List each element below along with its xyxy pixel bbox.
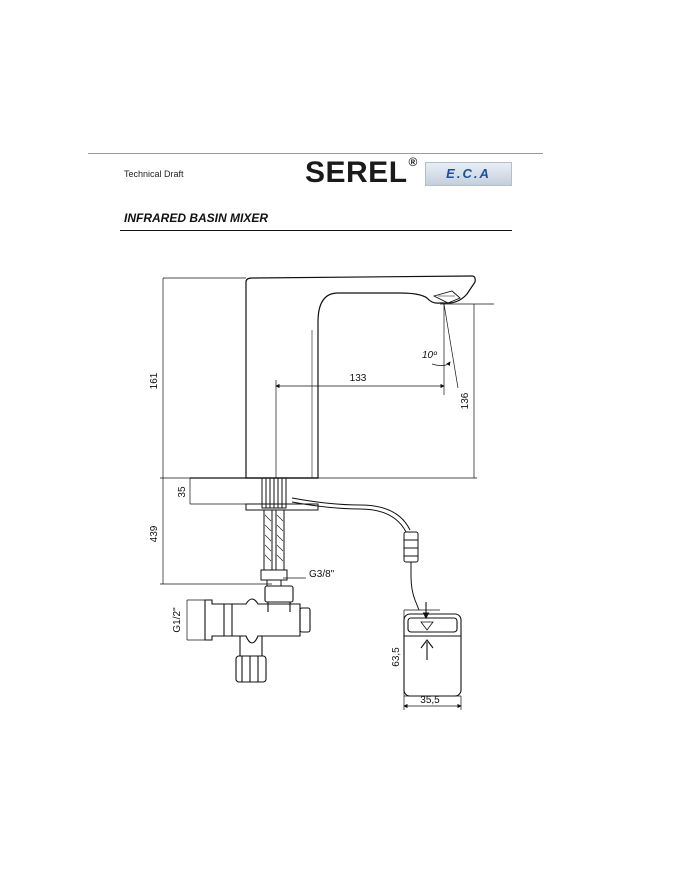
dim-439: 439 — [149, 525, 160, 542]
battery-box — [403, 602, 462, 697]
dim-35: 35 — [177, 486, 188, 498]
product-title: INFRARED BASIN MIXER — [124, 211, 269, 225]
mounting-assembly — [245, 477, 319, 587]
dim-133: 133 — [350, 373, 367, 384]
dim-136: 136 — [460, 392, 471, 409]
header-rule — [88, 153, 543, 154]
dim-63-5: 63,5 — [391, 647, 402, 667]
sensor-cable — [291, 497, 420, 611]
eca-logo-text: E.C.A — [446, 166, 491, 181]
angle-valve — [204, 585, 311, 683]
title-underline — [120, 230, 512, 231]
dim-g3-8: G3/8" — [309, 569, 335, 580]
dim-35-5: 35,5 — [420, 695, 440, 706]
dim-g1-2: G1/2" — [172, 607, 183, 633]
eca-logo: E.C.A — [425, 162, 512, 186]
dimension-lines — [160, 277, 494, 710]
serel-logo: SEREL® — [305, 155, 418, 189]
document-type-label: Technical Draft — [124, 169, 184, 179]
dim-angle-10: 10º — [422, 350, 438, 361]
mixer-body — [190, 275, 476, 479]
dim-161: 161 — [149, 372, 160, 389]
